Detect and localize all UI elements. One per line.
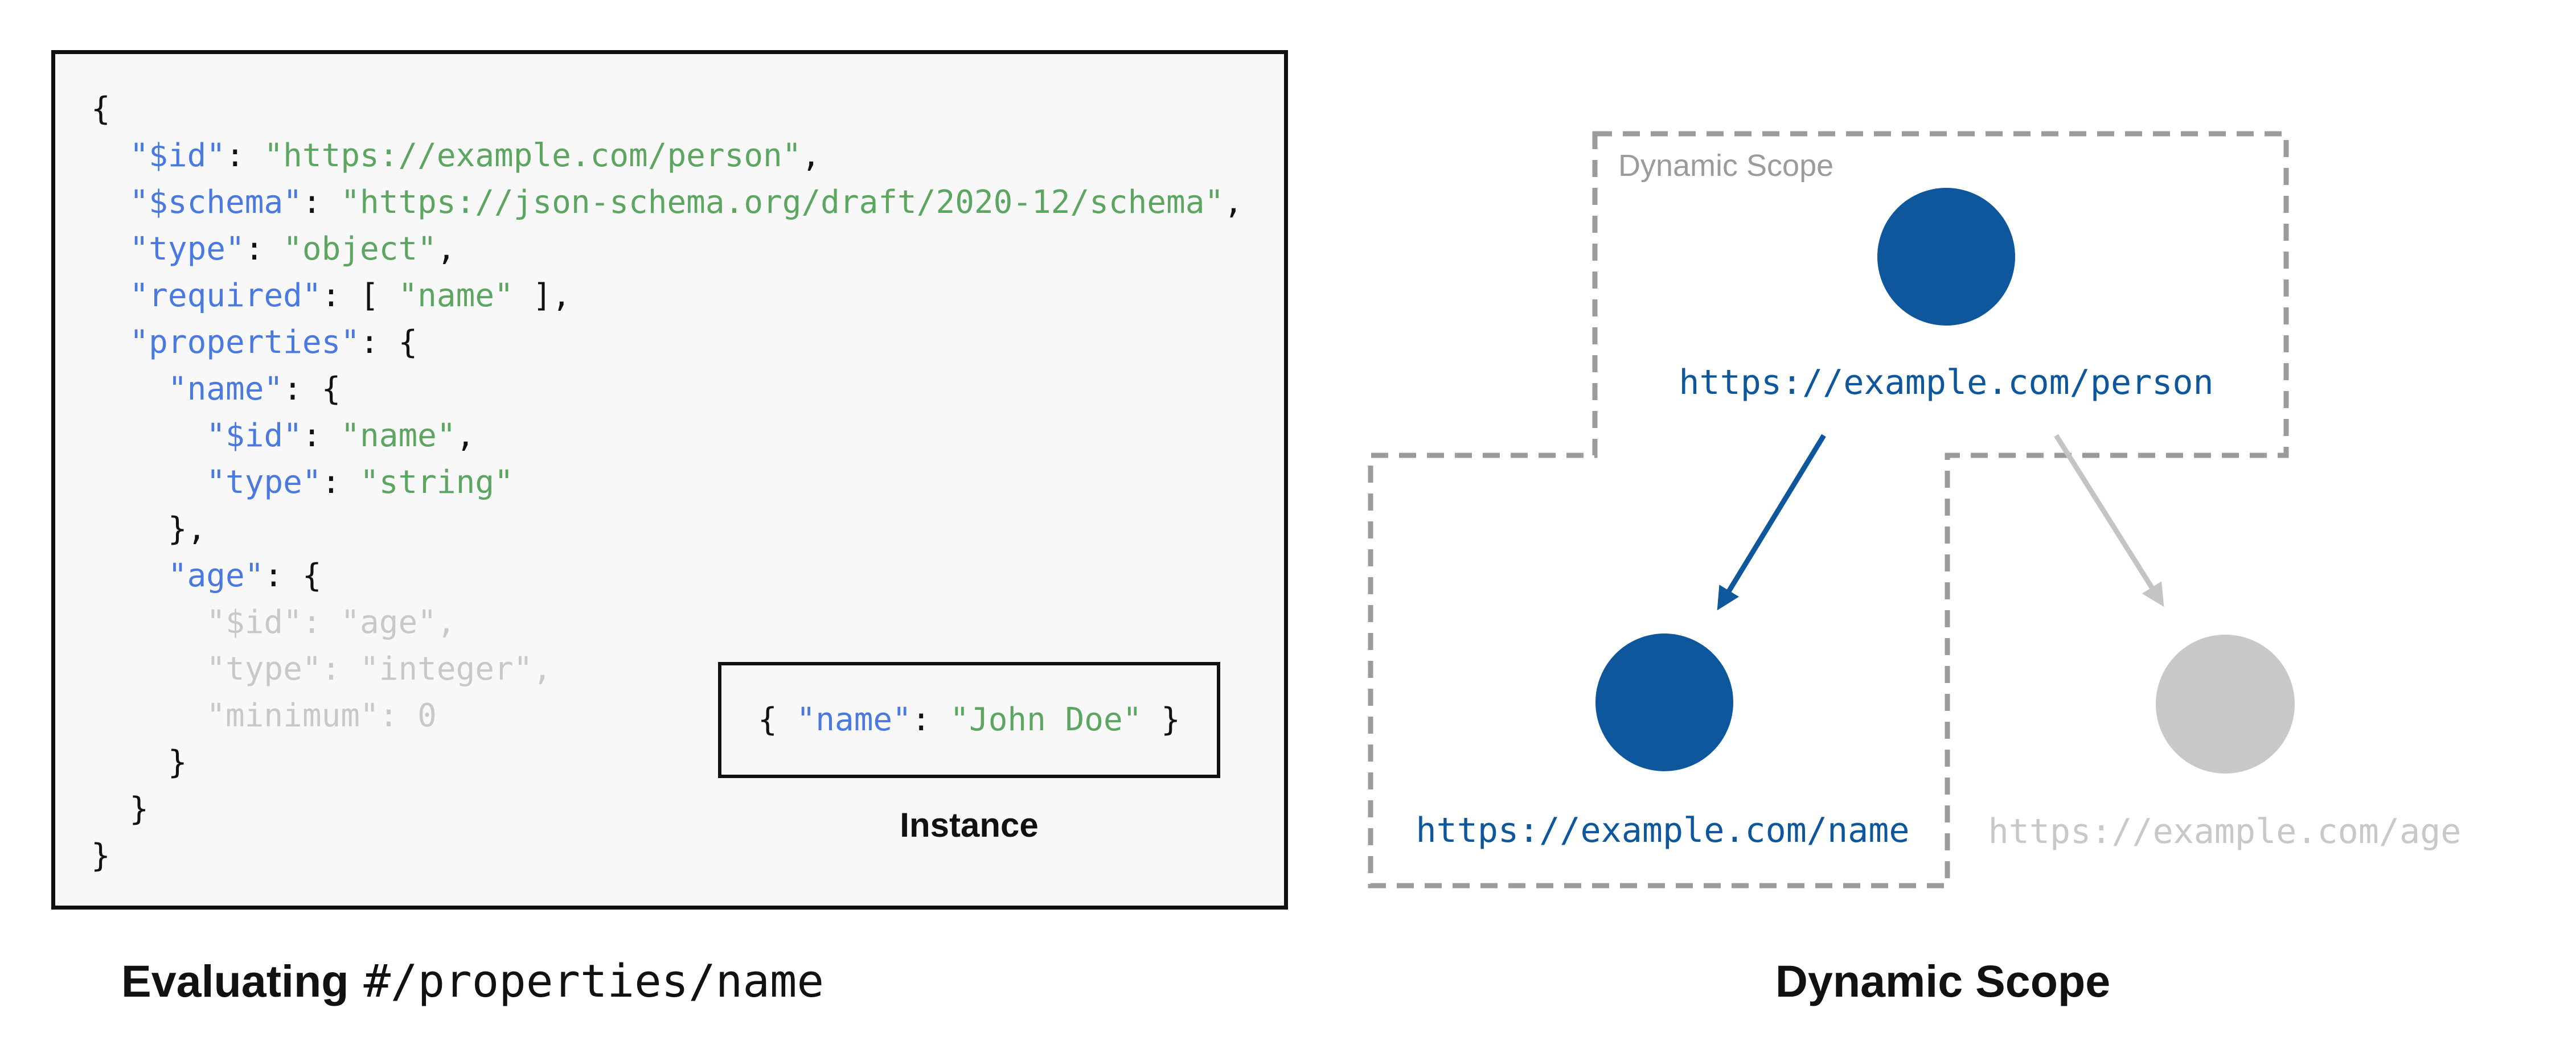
code-token: : { xyxy=(264,557,322,594)
code-token: "$schema" xyxy=(129,184,302,221)
code-token: : { xyxy=(283,371,341,408)
code-token: "type" xyxy=(129,231,245,268)
code-token: : { xyxy=(360,324,418,361)
code-line: { xyxy=(91,86,1243,133)
code-line: "type": "object", xyxy=(91,226,1243,273)
age-node xyxy=(2156,635,2295,774)
code-token: }, xyxy=(91,511,207,548)
code-line: } xyxy=(91,739,1243,786)
code-line: } xyxy=(91,786,1243,833)
code-line: "type": "string" xyxy=(91,459,1243,506)
code-token: "name" xyxy=(398,277,514,314)
code-token: "name" xyxy=(167,371,284,408)
code-line: "$id": "https://example.com/person", xyxy=(91,133,1243,179)
code-line: "minimum": 0 xyxy=(91,693,1243,739)
code-line: "type": "integer", xyxy=(91,646,1243,693)
code-token: "age" xyxy=(167,557,264,594)
code-line: { "name": "John Doe" } xyxy=(758,697,1180,743)
code-line: "properties": { xyxy=(91,319,1243,366)
code-token: : xyxy=(302,184,341,221)
code-token: "$id": "age", xyxy=(91,604,456,641)
code-listing: { "$id": "https://example.com/person", "… xyxy=(91,86,1243,879)
code-line: "$schema": "https://json-schema.org/draf… xyxy=(91,179,1243,226)
code-token: : xyxy=(302,417,341,454)
code-token: "https://json-schema.org/draft/2020-12/s… xyxy=(341,184,1224,221)
code-token: "$id" xyxy=(206,417,302,454)
code-line: "required": [ "name" ], xyxy=(91,273,1243,319)
name-node xyxy=(1595,634,1733,771)
code-token: "type": "integer", xyxy=(91,651,552,688)
code-token: { xyxy=(758,701,797,738)
person-node xyxy=(1877,188,2015,326)
code-token: , xyxy=(1224,184,1243,221)
code-token: , xyxy=(456,417,475,454)
arrow-person-to-age xyxy=(2054,434,2164,607)
code-token: "type" xyxy=(206,464,322,501)
code-token: "name" xyxy=(796,701,912,738)
instance-box: { "name": "John Doe" } xyxy=(718,662,1220,778)
code-token: : xyxy=(321,464,360,501)
dynamic-scope-box-label: Dynamic Scope xyxy=(1618,149,1833,183)
code-token: "$id" xyxy=(129,137,226,174)
left-caption-pointer: #/properties/name xyxy=(363,955,825,1007)
code-line: } xyxy=(91,833,1243,879)
code-token: "minimum": 0 xyxy=(91,697,437,734)
code-token: : xyxy=(244,231,284,268)
name-node-label: https://example.com/name xyxy=(1416,811,1910,850)
code-token: : xyxy=(225,137,264,174)
code-line: "age": { xyxy=(91,553,1243,599)
code-token: } xyxy=(91,837,110,874)
code-token: "name" xyxy=(341,417,456,454)
code-token: "object" xyxy=(283,231,437,268)
code-token: } xyxy=(91,791,149,828)
code-token: "John Doe" xyxy=(950,701,1142,738)
code-token: { xyxy=(91,91,110,127)
right-caption: Dynamic Scope xyxy=(1775,956,2111,1006)
arrow-person-to-name xyxy=(1717,434,1826,611)
code-token: , xyxy=(801,137,821,174)
code-token: , xyxy=(436,231,456,268)
code-line: "name": { xyxy=(91,366,1243,413)
dynamic-scope-outline xyxy=(1368,131,2289,889)
code-token: "properties" xyxy=(129,324,360,361)
left-caption-evaluating: Evaluating xyxy=(121,956,349,1006)
person-node-label: https://example.com/person xyxy=(1679,363,2213,402)
code-token: "string" xyxy=(360,464,514,501)
age-node-label: https://example.com/age xyxy=(1988,812,2462,852)
code-token: } xyxy=(91,744,187,781)
left-caption: Evaluating #/properties/name xyxy=(121,955,824,1007)
code-token: : [ xyxy=(321,277,399,314)
code-token: } xyxy=(1142,701,1180,738)
instance-label: Instance xyxy=(900,806,1039,844)
code-token: : xyxy=(911,701,950,738)
code-token: ], xyxy=(513,277,571,314)
schema-code-box: { "$id": "https://example.com/person", "… xyxy=(51,50,1288,910)
code-line: "$id": "age", xyxy=(91,599,1243,646)
code-line: "$id": "name", xyxy=(91,413,1243,459)
code-token: "https://example.com/person" xyxy=(264,137,802,174)
code-line: }, xyxy=(91,506,1243,553)
code-token: "required" xyxy=(129,277,322,314)
